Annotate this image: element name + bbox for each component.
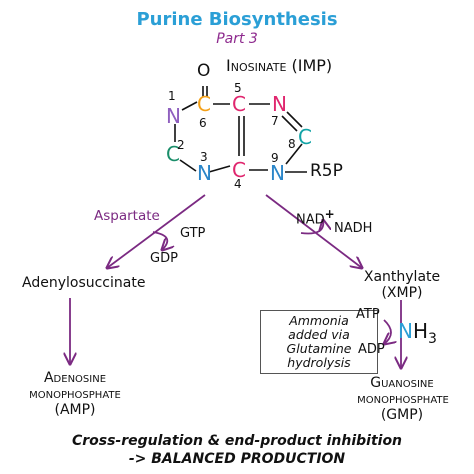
- product-gmp-line1: Guanosine: [370, 375, 434, 391]
- bond-n3-c4: [208, 165, 231, 173]
- arrow-nad-nadh-curve: [300, 220, 323, 235]
- bond-n1-c6: [181, 101, 198, 111]
- ring-number-9: 9: [271, 151, 279, 165]
- ammonia-note-box: Ammonia added via Glutamine hydrolysis: [260, 310, 378, 374]
- ring-number-5: 5: [234, 81, 242, 95]
- note-line-2: added via: [288, 327, 350, 342]
- ring-number-7: 7: [271, 114, 279, 128]
- substituent-r5p: R5P: [310, 161, 343, 181]
- cofactor-adp: ADP: [358, 342, 385, 357]
- nad-charge: +: [324, 207, 335, 221]
- cofactor-gdp: GDP: [150, 251, 178, 266]
- product-amp-line2: monophosphate: [29, 386, 121, 402]
- product-amp-line3: (AMP): [54, 402, 96, 418]
- atom-n1: N: [166, 104, 181, 128]
- arrow-gtp-gdp-curve: [152, 231, 167, 250]
- bond-c2-n3: [179, 159, 197, 172]
- product-gmp-line3: (GMP): [380, 407, 424, 423]
- footer-line-1: Cross-regulation & end-product inhibitio…: [71, 433, 403, 449]
- cofactor-gtp: GTP: [180, 226, 206, 241]
- atom-c8: C: [298, 125, 312, 149]
- ammonia-nh3: NH3: [398, 321, 437, 346]
- diagram-subtitle: Part 3: [216, 31, 258, 47]
- footer-line-2: -> BALANCED PRODUCTION: [128, 451, 346, 467]
- nh3-n: N: [398, 319, 413, 343]
- reagent-aspartate: Aspartate: [94, 208, 160, 224]
- atom-n7: N: [272, 92, 287, 116]
- bond-c8-n9: [285, 143, 303, 165]
- note-line-1: Ammonia: [289, 313, 349, 328]
- note-line-4: hydrolysis: [287, 355, 351, 370]
- nh3-subscript: 3: [428, 331, 437, 347]
- atom-n9: N: [270, 161, 285, 185]
- bond-n7-c8: [286, 111, 303, 128]
- cofactor-nadh: NADH: [334, 221, 373, 236]
- ring-number-2: 2: [177, 138, 185, 152]
- arrow-imp-to-adenylosuccinate: [107, 194, 206, 268]
- bond-n7-c8-double: [281, 115, 298, 132]
- product-amp-line1: Adenosine: [43, 370, 107, 386]
- ring-number-1: 1: [168, 89, 176, 103]
- atom-n3: N: [197, 161, 212, 185]
- arrow-imp-to-xmp: [265, 194, 362, 268]
- diagram-title: Purine Biosynthesis: [136, 9, 338, 30]
- ring-number-4: 4: [234, 177, 242, 191]
- atom-o: O: [197, 61, 211, 81]
- atom-c5: C: [232, 92, 246, 116]
- atom-c6: C: [197, 92, 211, 116]
- intermediate-xmp-line1: Xanthylate: [363, 269, 441, 285]
- ring-number-3: 3: [200, 150, 208, 164]
- cofactor-nad: NAD+: [296, 207, 335, 228]
- note-line-3: Glutamine: [286, 341, 352, 356]
- intermediate-adenylosuccinate: Adenylosuccinate: [22, 275, 146, 291]
- atom-c4: C: [232, 158, 246, 182]
- intermediate-xmp-line2: (XMP): [381, 285, 423, 301]
- ring-number-6: 6: [199, 116, 207, 130]
- cofactor-atp: ATP: [356, 307, 380, 322]
- arrow-atp-adp-curve: [384, 319, 391, 344]
- ring-number-8: 8: [288, 137, 296, 151]
- molecule-bonds: [174, 86, 307, 173]
- start-compound-label: Inosinate (IMP): [226, 56, 333, 75]
- atom-c2: C: [166, 142, 180, 166]
- nh3-h: H: [412, 319, 429, 343]
- product-gmp-line2: monophosphate: [357, 391, 449, 407]
